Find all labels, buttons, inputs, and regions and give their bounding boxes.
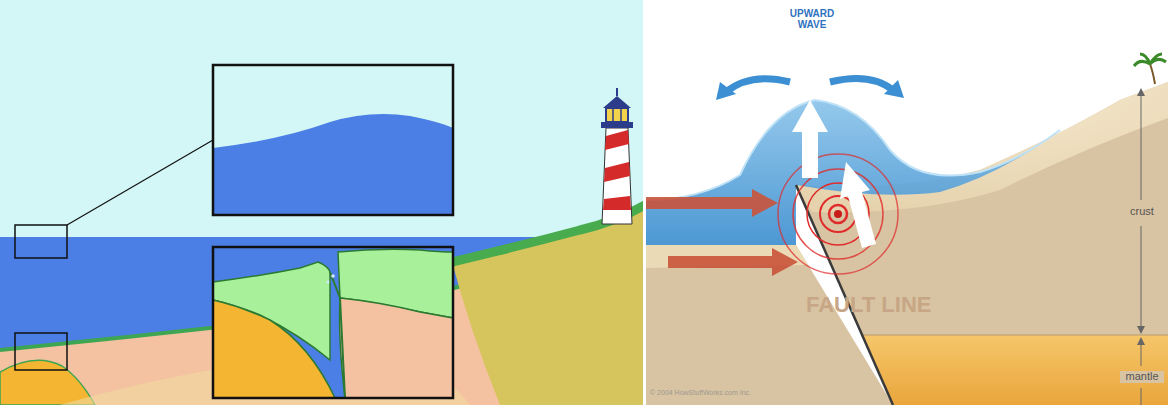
wave-label: UPWARD WAVE bbox=[777, 9, 847, 30]
wave-inset bbox=[213, 65, 453, 215]
coast-scene bbox=[0, 0, 645, 405]
fault-inset bbox=[213, 247, 453, 398]
mantle-label: mantle bbox=[1120, 371, 1164, 383]
watermark: © 2004 HowStuffWorks.com Inc. bbox=[650, 389, 850, 396]
fault-scene bbox=[646, 0, 1168, 405]
crust-label: crust bbox=[1124, 206, 1160, 218]
palm-tree bbox=[1134, 54, 1166, 84]
lighthouse bbox=[601, 88, 633, 224]
fault-label: FAULT LINE bbox=[806, 293, 956, 316]
